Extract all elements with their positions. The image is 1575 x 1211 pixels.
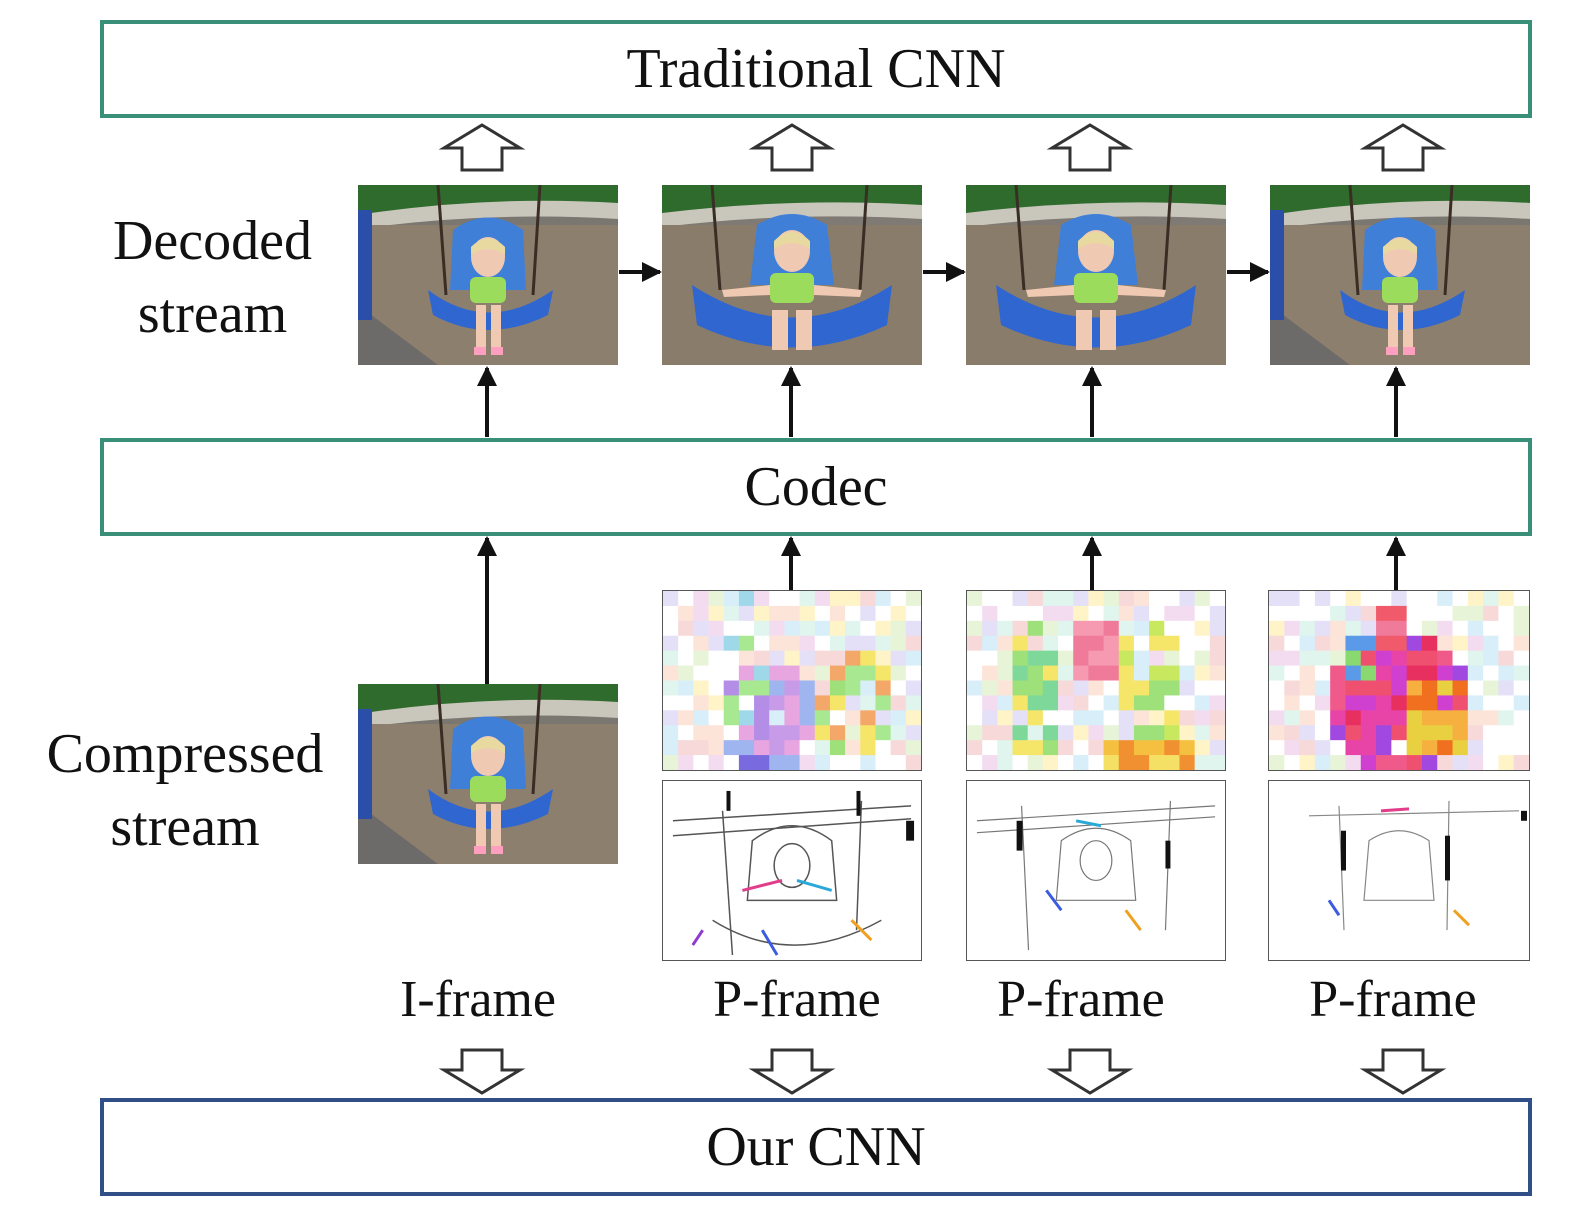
our-cnn-label: Our CNN [706,1116,926,1178]
hollow-down-arrow-icon [438,1048,1447,1095]
motion-vector-icon [967,591,1225,770]
frame-label-1: I-frame [400,971,556,1028]
codec-label: Codec [744,456,888,518]
motion-vector-map-3 [1268,590,1530,771]
swing-photo-icon [966,185,1226,365]
residual-map-1 [662,780,922,961]
swing-photo-icon [358,684,618,864]
frame-label-4: P-frame [1309,971,1477,1028]
residual-icon [967,781,1225,960]
solid-arrow-icon [477,366,1406,437]
decoded-stream-line-2: stream [137,282,288,345]
swing-photo-icon [1270,185,1530,365]
residual-icon [663,781,921,960]
traditional-cnn-label: Traditional CNN [626,38,1006,100]
compressed-stream-line-2: stream [110,795,260,858]
decoded-frame-4 [1270,185,1530,365]
solid-arrow-icon [477,536,1406,684]
frame-label-3: P-frame [997,971,1165,1028]
i-frame-image [358,684,618,864]
swing-photo-icon [358,185,618,365]
compressed-stream-label: Compressed stream [25,718,345,864]
decoded-stream-line-1: Decoded [112,210,312,272]
hollow-up-arrow-icon [438,123,1447,172]
residual-map-3 [1268,780,1530,961]
decoded-frame-1 [358,185,618,365]
motion-vector-icon [663,591,921,770]
codec-box: Codec [100,438,1532,536]
traditional-cnn-box: Traditional CNN [100,20,1532,118]
swing-photo-icon [662,185,922,365]
residual-icon [1269,781,1529,960]
decoded-frame-2 [662,185,922,365]
motion-vector-map-2 [966,590,1226,771]
motion-vector-icon [1269,591,1529,770]
decoded-stream-label: Decoded stream [95,205,330,351]
frame-label-2: P-frame [713,971,881,1028]
residual-map-2 [966,780,1226,961]
our-cnn-box: Our CNN [100,1098,1532,1196]
motion-vector-map-1 [662,590,922,771]
decoded-frame-3 [966,185,1226,365]
compressed-stream-line-1: Compressed [46,723,324,785]
